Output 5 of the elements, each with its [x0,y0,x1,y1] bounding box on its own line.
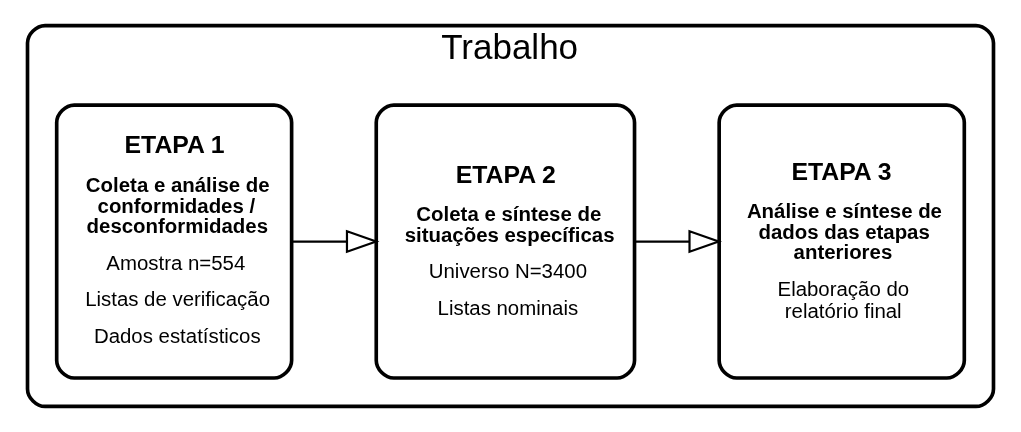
arrow [634,229,722,254]
node-box: ETAPA 3 Análise e síntese de dados das etapas anteriores Elaboração do relatório final [717,103,967,380]
node-box: ETAPA 1 Coleta e análise de conformidades / desconformidades Amostra n=554 Listas de verificação Dados estatísticos [54,103,294,380]
arrow [291,229,380,254]
node-box: ETAPA 2 Coleta e síntese de situações específicas Universo N=3400 Listas nominais [374,103,637,380]
